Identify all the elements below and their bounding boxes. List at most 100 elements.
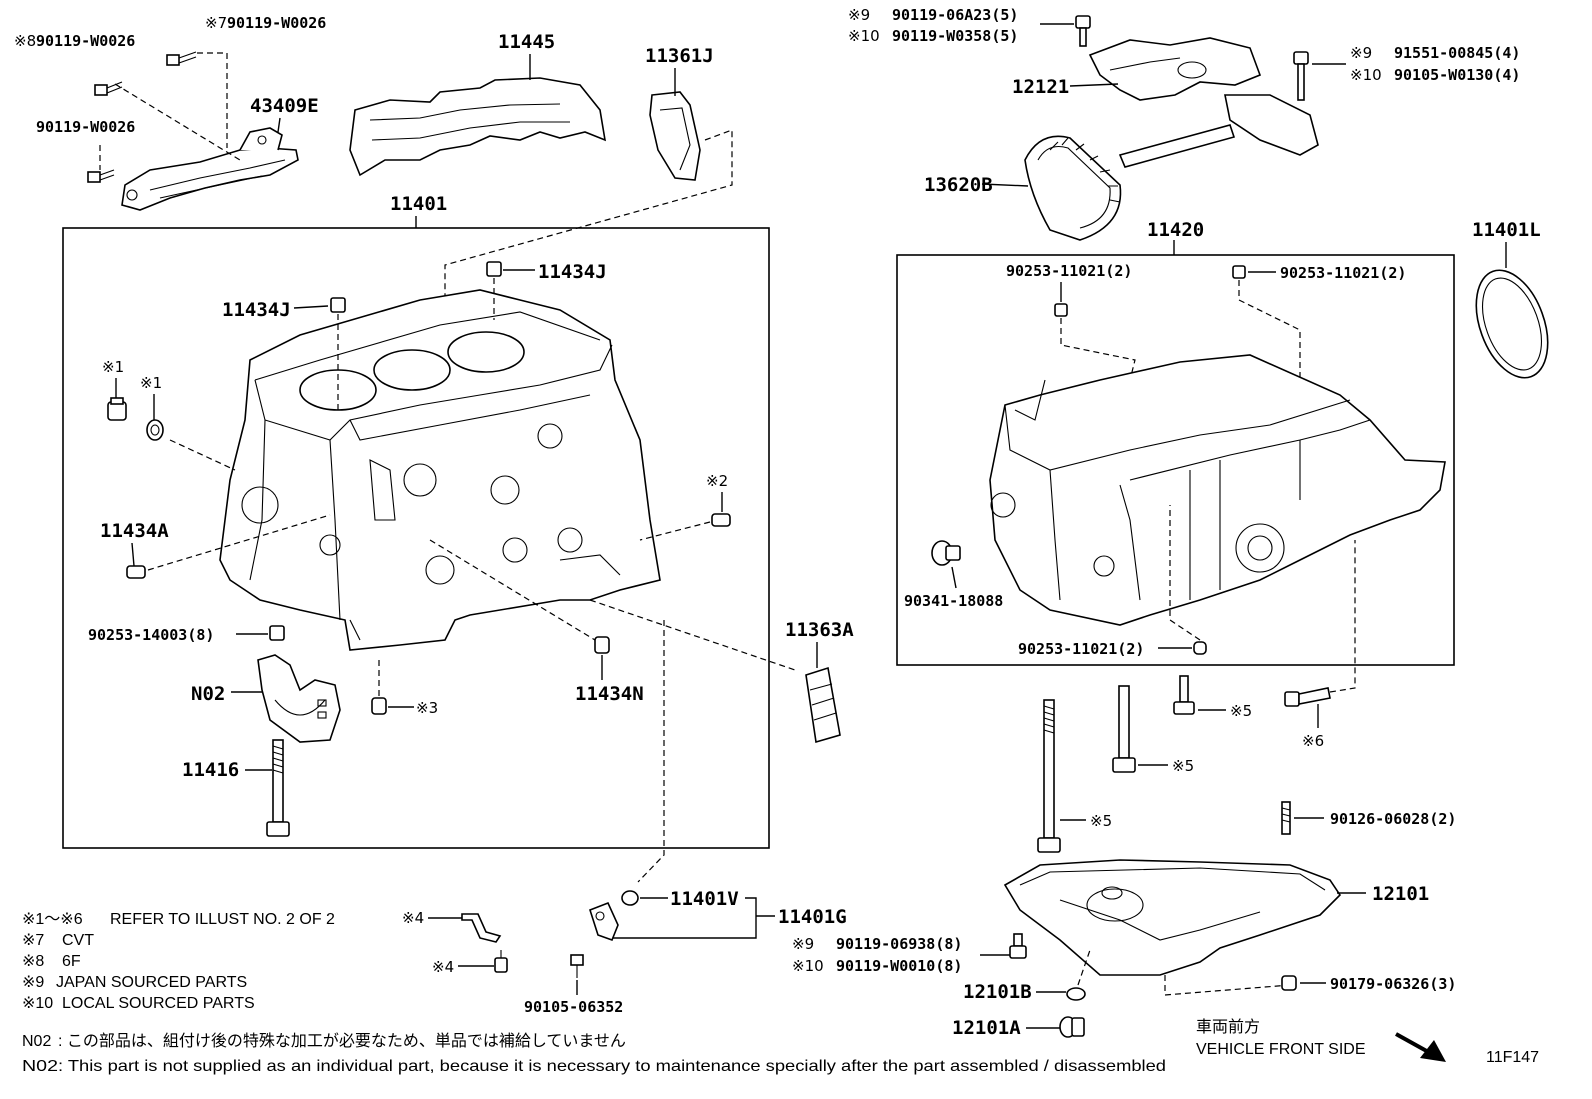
drain-plug-90341-icon — [931, 540, 961, 566]
label-90253-11021-a: 90253-11021(2) — [1006, 262, 1132, 280]
label-12101: 12101 — [1372, 883, 1429, 905]
bolt-icon — [87, 51, 197, 183]
label-11363A: 11363A — [785, 619, 854, 641]
label-90119-W0358: 90119-W0358(5) — [892, 27, 1018, 45]
label-90341-18088: 90341-18088 — [904, 592, 1003, 610]
mark-9-pan: ※9 — [792, 935, 814, 953]
drain-plug-12101A-icon — [1059, 1016, 1085, 1038]
label-90253-14003: 90253-14003(8) — [88, 626, 214, 644]
bolt-right-icon — [1293, 51, 1309, 101]
label-11416: 11416 — [182, 759, 239, 781]
legend: ※1～※6 REFER TO ILLUST NO. 2 OF 2 ※7 CVT … — [22, 911, 335, 1012]
label-90119-W0010: 90119-W0010(8) — [836, 957, 962, 975]
long-bolt-a-icon — [1037, 699, 1061, 853]
o-ring-icon — [621, 890, 639, 906]
note-text-en: : This part is not supplied as an indivi… — [58, 1058, 1166, 1075]
legend-text-4: JAPAN SOURCED PARTS — [56, 974, 247, 991]
label-11401G: 11401G — [778, 906, 847, 928]
ref-mark-4-a: ※4 — [402, 909, 424, 927]
bolt-top-icon — [1075, 15, 1091, 47]
label-90179-06326: 90179-06326(3) — [1330, 975, 1456, 993]
label-90119-06938: 90119-06938(8) — [836, 935, 962, 953]
dowel-11434A-icon — [126, 565, 146, 579]
mark-10-right: ※10 — [1350, 66, 1382, 84]
legend-text-1: REFER TO ILLUST NO. 2 OF 2 — [110, 911, 335, 928]
small-bolt-icon — [494, 950, 508, 973]
mark-8-a: ※8 — [14, 32, 36, 50]
ref-mark-3: ※3 — [416, 699, 438, 717]
ref-mark-1-b: ※1 — [140, 374, 162, 392]
label-91551-00845: 91551-00845(4) — [1394, 44, 1520, 62]
plug-11363A-drawing — [805, 666, 841, 744]
dowel-ref3-icon — [371, 697, 387, 715]
note-key-en: N02 — [22, 1058, 58, 1075]
bearing-cap-N02-drawing — [257, 654, 341, 743]
ref-mark-6: ※6 — [1302, 732, 1324, 750]
ref-mark-2: ※2 — [706, 472, 728, 490]
ref-mark-5-a: ※5 — [1090, 812, 1112, 830]
label-90119-W0026-c: 90119-W0026 — [36, 118, 135, 136]
label-12121: 12121 — [1012, 76, 1069, 98]
seal-ring-icon — [146, 419, 164, 441]
engine-block-drawing — [219, 289, 661, 651]
balance-shaft-13620B-drawing — [1024, 94, 1319, 241]
label-11420: 11420 — [1147, 219, 1204, 241]
long-bolt-b-icon — [1112, 685, 1136, 773]
label-90105-06352: 90105-06352 — [524, 998, 623, 1016]
nut-icon — [1281, 975, 1297, 991]
label-11401V: 11401V — [670, 888, 739, 910]
label-90119-W0026-a: 90119-W0026 — [36, 32, 135, 50]
legend-text-3: 6F — [62, 953, 81, 970]
label-90105-W0130: 90105-W0130(4) — [1394, 66, 1520, 84]
dowel-crankcase-c-icon — [1193, 641, 1207, 655]
cover-11361J-drawing — [649, 91, 701, 181]
label-90253-11021-c: 90253-11021(2) — [1018, 640, 1144, 658]
mark-7: ※7 — [205, 14, 227, 32]
label-90119-W0026-b: 90119-W0026 — [227, 14, 326, 32]
legend-mark-4: ※9 — [22, 974, 44, 991]
label-11361J: 11361J — [645, 45, 714, 67]
label-43409E: 43409E — [250, 95, 319, 117]
ref-mark-4-b: ※4 — [432, 958, 454, 976]
clip-icon — [461, 913, 502, 943]
pan-bolt-icon — [1009, 933, 1027, 959]
gasket-12101B-icon — [1066, 987, 1086, 1001]
mark-10-pan: ※10 — [792, 957, 824, 975]
note-key-jp: N02 — [22, 1033, 51, 1050]
direction-arrow-icon — [1395, 1032, 1446, 1062]
dowel-ref2-icon — [711, 513, 731, 527]
label-12101B: 12101B — [963, 981, 1032, 1003]
dowel-crankcase-b-icon — [1232, 265, 1246, 279]
label-N02: N02 — [191, 683, 225, 705]
label-90253-11021-b: 90253-11021(2) — [1280, 264, 1406, 282]
label-11445: 11445 — [498, 31, 555, 53]
cover-12121-drawing — [1088, 37, 1262, 101]
ref-mark-5-b: ※5 — [1172, 757, 1194, 775]
short-bolt-icon — [1173, 675, 1195, 715]
oil-pan-12101-drawing — [1003, 859, 1342, 976]
dowel-90253-14003-icon — [269, 625, 285, 641]
label-12101A: 12101A — [952, 1017, 1021, 1039]
stud-icon — [1281, 801, 1291, 835]
plug-icon — [107, 397, 127, 421]
mark-9-right: ※9 — [1350, 44, 1372, 62]
note-text-jp: : この部品は、組付け後の特殊な加工が必要なため、単品では補給していません — [58, 1032, 626, 1050]
sensor-icon — [589, 901, 619, 942]
mark-9-top: ※9 — [848, 6, 870, 24]
label-13620B: 13620B — [924, 174, 993, 196]
label-90119-06A23: 90119-06A23(5) — [892, 6, 1018, 24]
dowel-11434J-b-icon — [486, 261, 502, 277]
notes: N02 : この部品は、組付け後の特殊な加工が必要なため、単品では補給していませ… — [22, 1032, 1166, 1075]
ref-mark-1-a: ※1 — [102, 358, 124, 376]
label-11401L: 11401L — [1472, 219, 1541, 241]
main-bolt-11416-icon — [266, 739, 290, 837]
dowel-crankcase-a-icon — [1054, 303, 1068, 317]
legend-text-5: LOCAL SOURCED PARTS — [62, 995, 255, 1012]
label-11434J-b: 11434J — [538, 261, 607, 283]
legend-mark-1: ※1～※6 — [22, 911, 83, 928]
legend-text-2: CVT — [62, 932, 94, 949]
insulator-11445-drawing — [349, 77, 607, 177]
dowel-11434J-a-icon — [330, 297, 346, 313]
figure-id: 11F147 — [1486, 1049, 1539, 1066]
